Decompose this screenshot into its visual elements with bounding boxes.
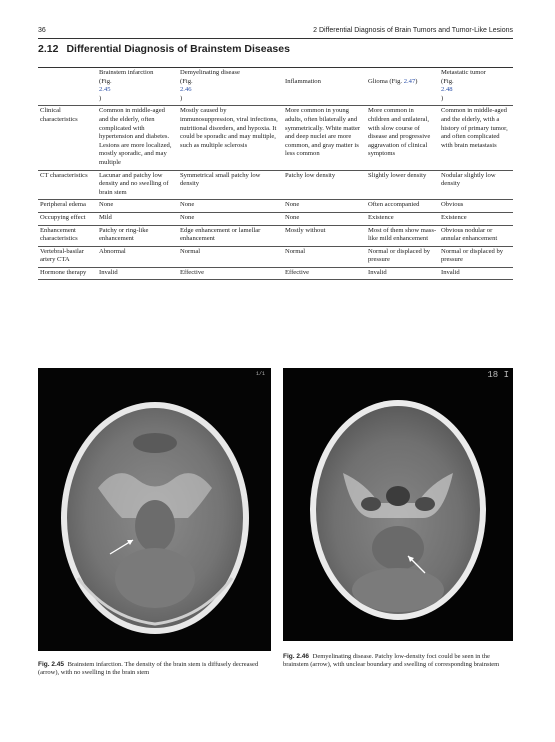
table-cell: Symmetrical small patchy low density	[178, 170, 283, 201]
table-cell: None	[178, 212, 283, 226]
row-label: Peripheral edema	[38, 199, 97, 213]
table-cell: Existence	[366, 212, 439, 226]
differential-table: Brainstem infarction(Fig. 2.45) Demyelin…	[38, 68, 513, 281]
figure-2-46-ct-image: 18 I	[283, 368, 513, 641]
table-cell: Patchy low density	[283, 170, 366, 201]
header-corner	[38, 68, 97, 107]
table-cell: Normal or displaced by pressure	[439, 246, 513, 268]
table-cell: Most of them show mass-like mild enhance…	[366, 225, 439, 247]
figure-ref-link[interactable]: 2.48	[441, 86, 453, 94]
table-cell: Common in middle-aged and the elderly, w…	[439, 105, 513, 171]
table-cell: Obvious	[439, 199, 513, 213]
image-overlay-text: 1/1	[255, 371, 265, 377]
table-cell: Invalid	[366, 267, 439, 281]
table-cell: Edge enhancement or lamellar enhancement	[178, 225, 283, 247]
table-top-rule	[38, 67, 513, 68]
column-header: Brainstem infarction(Fig. 2.45)	[97, 68, 178, 107]
table-cell: Existence	[439, 212, 513, 226]
row-label: Clinical characteristics	[38, 105, 97, 171]
table-cell: Lacunar and patchy low density and no sw…	[97, 170, 178, 201]
table-cell: None	[178, 199, 283, 213]
section-number: 2.12	[38, 43, 59, 55]
column-header: Glioma (Fig. 2.47)	[366, 68, 439, 107]
table-cell: Mostly without	[283, 225, 366, 247]
figure-2-45-ct-image: 1/1	[38, 368, 271, 651]
figure-ref-link[interactable]: 2.46	[180, 86, 192, 94]
table-cell: Normal	[178, 246, 283, 268]
table-cell: Normal or displaced by pressure	[366, 246, 439, 268]
table-cell: Often accompanied	[366, 199, 439, 213]
figure-label: Fig. 2.45	[38, 661, 65, 668]
table-cell: More common in young adults, often bilat…	[283, 105, 366, 171]
table-cell: Effective	[283, 267, 366, 281]
page-number: 36	[38, 27, 46, 34]
table-cell: Normal	[283, 246, 366, 268]
table-cell: Effective	[178, 267, 283, 281]
caption-text: Brainstem infarction. The density of the…	[38, 661, 259, 677]
section-title: Differential Diagnosis of Brainstem Dise…	[66, 43, 290, 55]
row-label: Occupying effect	[38, 212, 97, 226]
column-header: Metastatic tumor(Fig. 2.48)	[439, 68, 513, 107]
caption-text: Demyelinating disease. Patchy low-densit…	[283, 653, 500, 669]
running-title: 2 Differential Diagnosis of Brain Tumors…	[313, 27, 513, 34]
table-cell: Abnormal	[97, 246, 178, 268]
section-heading: 2.12 Differential Diagnosis of Brainstem …	[38, 43, 290, 55]
figure-2-46-caption: Fig. 2.46 Demyelinating disease. Patchy …	[283, 653, 513, 669]
table-cell: Nodular slightly low density	[439, 170, 513, 201]
figure-ref-link[interactable]: 2.47	[403, 78, 416, 85]
header-rule	[38, 38, 513, 39]
table-cell: More common in children and unilateral, …	[366, 105, 439, 171]
table-cell: Mostly caused by immunosuppression, vira…	[178, 105, 283, 171]
table-cell: Patchy or ring-like enhancement	[97, 225, 178, 247]
table-cell: None	[283, 199, 366, 213]
figure-ref-link[interactable]: 2.45	[99, 86, 111, 94]
table-cell: Invalid	[439, 267, 513, 281]
table-cell: Common in middle-aged and the elderly, o…	[97, 105, 178, 171]
table-cell: Invalid	[97, 267, 178, 281]
table-cell: None	[97, 199, 178, 213]
row-label: Vertebral-basilar artery CTA	[38, 246, 97, 268]
table-cell: Slightly lower density	[366, 170, 439, 201]
column-header: Demyelinating disease(Fig. 2.46)	[178, 68, 283, 107]
figure-2-45-caption: Fig. 2.45 Brainstem infarction. The dens…	[38, 661, 271, 677]
table-cell: Mild	[97, 212, 178, 226]
table-header-row: Brainstem infarction(Fig. 2.45) Demyelin…	[38, 68, 513, 107]
row-label: Hormone therapy	[38, 267, 97, 281]
row-label: CT characteristics	[38, 170, 97, 201]
figure-label: Fig. 2.46	[283, 653, 310, 660]
running-header: 36 2 Differential Diagnosis of Brain Tum…	[38, 27, 513, 39]
table-cell: None	[283, 212, 366, 226]
row-label: Enhancement characteristics	[38, 225, 97, 247]
column-header: Inflammation	[283, 68, 366, 107]
table-cell: Obvious nodular or annular enhancement	[439, 225, 513, 247]
image-overlay-text: 18 I	[487, 370, 509, 380]
